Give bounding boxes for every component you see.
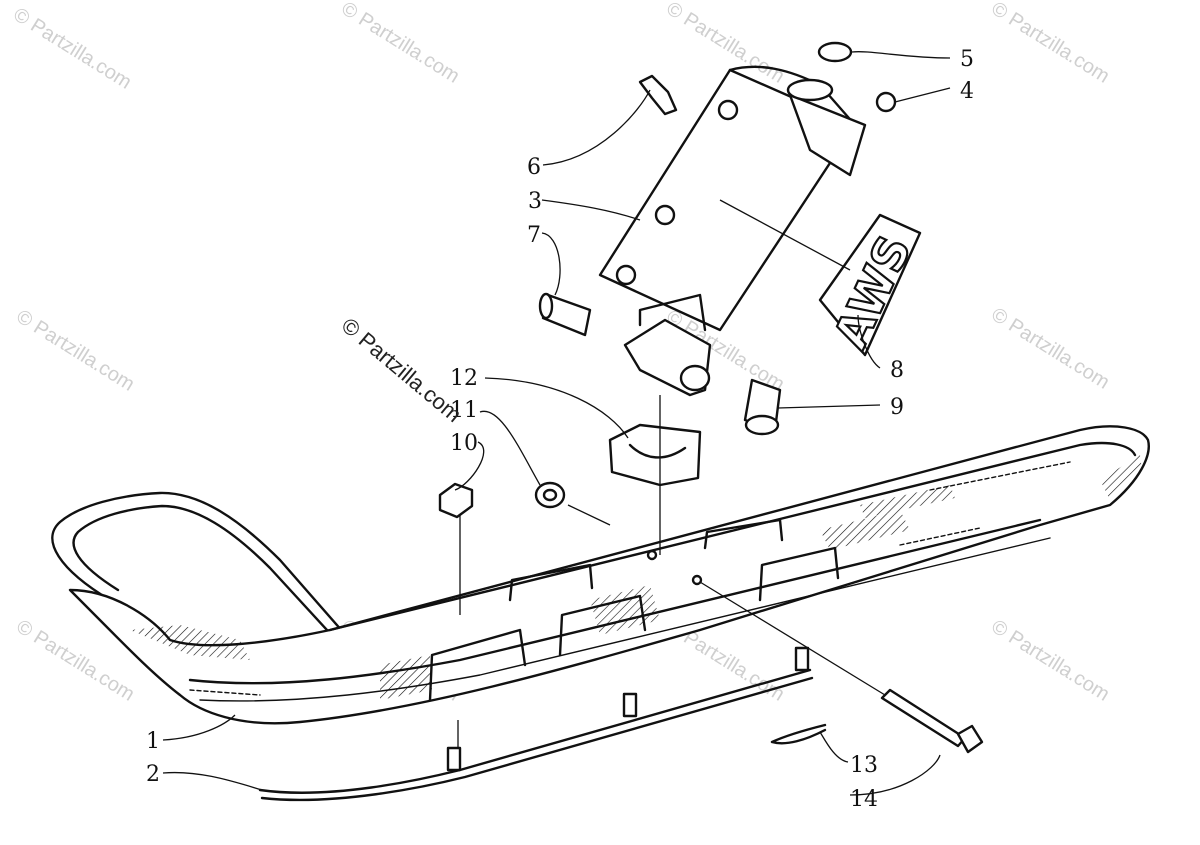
watermark: © Partzilla.com [9,4,135,94]
wear-bar [258,646,814,802]
part-label-4: 4 [960,79,974,104]
ski-shading [380,655,432,700]
part-label-12: 12 [450,366,478,391]
ski-texture [189,689,261,696]
ski-saddle-rib [703,518,784,550]
part-label-3: 3 [528,189,542,214]
nut-icon [534,481,566,509]
ski-saddle-rib [758,546,840,602]
ski-mount-hole [691,574,703,586]
part-label-7: 7 [527,223,541,248]
grommet-icon [875,91,897,113]
part-label-2: 2 [146,762,160,787]
ski-loop-handle [51,491,352,642]
spindle-bolt-head [654,204,676,226]
watermark: © Partzilla.com [662,0,788,88]
ski-keel-line [199,537,1051,702]
ski-top-rail [328,441,1137,632]
watermark: © Partzilla.com [12,306,138,396]
ski-saddle-rib [508,563,594,602]
lock-nut-icon [438,482,474,519]
ski-mount-hole [646,549,658,561]
spindle-bolt-head [615,264,637,286]
part-label-10: 10 [450,431,478,456]
part-label-14: 14 [850,787,878,812]
ski-shading [130,625,250,660]
cotter-pin-icon [770,723,827,745]
watermark: © Partzilla.com [987,616,1113,706]
watermark: © Partzilla.com [987,0,1113,88]
ski-side-wall [188,518,1042,685]
spindle-housing [598,65,867,397]
ski-texture [929,461,1071,491]
part-label-13: 13 [850,753,878,778]
cap-icon [817,41,853,63]
part-label-1: 1 [146,729,160,754]
small-parts [438,41,984,754]
spindle-bolt-head [717,99,739,121]
part-label-11: 11 [450,398,478,423]
wear-bar-stud [622,692,638,718]
leader-lines [162,51,951,796]
ski-texture [899,527,981,546]
bolt-icon [880,688,967,748]
ski-shading [1100,455,1142,500]
ski-shading [860,485,955,518]
watermark: © Partzilla.com [337,0,463,88]
ski-loop-handle-inner [72,504,340,644]
watermark-dark: © Partzilla.com [337,313,467,427]
part-labels: 1 2 3 4 5 6 7 8 9 10 11 12 13 14 [146,47,974,812]
part-label-8: 8 [890,358,904,383]
wear-bar-stud [794,646,810,672]
damper-block-icon [608,423,702,487]
part-label-9: 9 [890,395,904,420]
ski-shading [820,510,910,550]
part-label-5: 5 [960,47,974,72]
ski-assembly [51,425,1150,725]
ski-shading [590,585,660,635]
wear-bar-stud [446,746,462,772]
part-label-6: 6 [527,155,541,180]
grease-fitting-icon [638,74,678,116]
ski-body [68,425,1150,725]
aws-decal: AWS [818,213,923,358]
watermark: © Partzilla.com [987,304,1113,394]
